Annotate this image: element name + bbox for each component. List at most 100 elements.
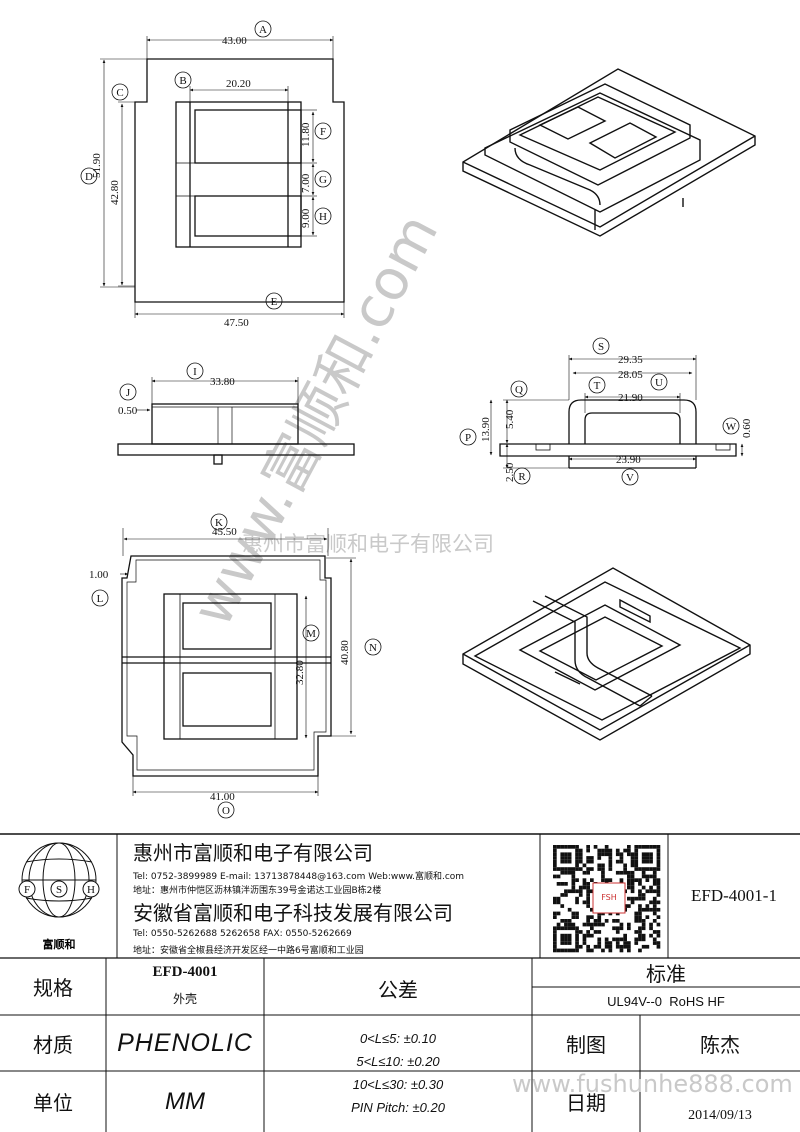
front-view-dimensions (136, 377, 299, 412)
qr-module (567, 926, 572, 931)
qr-module (564, 867, 568, 871)
company2-address: 地址：安徽省全椒县经济开发区经一中路6号富顺和工业园 (133, 946, 364, 956)
qr-module (575, 900, 579, 905)
qr-module (593, 944, 598, 949)
tolerance-label: 公差 (378, 977, 418, 1002)
qr-module (634, 896, 639, 901)
qr-module (586, 915, 590, 919)
qr-module (553, 944, 557, 949)
qr-module (619, 856, 624, 860)
qr-module (645, 904, 650, 908)
qr-module (612, 937, 616, 942)
qr-module (638, 878, 642, 882)
qr-module (641, 856, 646, 860)
qr-module (564, 926, 568, 931)
qr-module (553, 915, 557, 919)
unit-label: 单位 (33, 1091, 73, 1115)
qr-module (652, 911, 657, 916)
qr-module (652, 907, 657, 912)
qr-module (560, 856, 565, 860)
qr-module (601, 867, 605, 871)
qr-module (575, 848, 579, 853)
company1-address: 地址：惠州市仲恺区沥林镇泮沥围东39号金诺达工业园B栋2楼 (133, 886, 382, 896)
qr-module (604, 878, 609, 882)
qr-module (597, 941, 602, 945)
dim-0-60: 0.60 (741, 418, 753, 438)
qr-module (586, 859, 590, 864)
qr-module (641, 944, 646, 949)
dim-28-05: 28.05 (618, 369, 643, 381)
qr-module (656, 907, 661, 912)
qr-module (582, 941, 587, 945)
qr-module (567, 852, 572, 857)
qr-module (586, 919, 590, 923)
qr-module (575, 941, 579, 945)
qr-module (553, 930, 557, 934)
logo-letter-h: H (87, 884, 95, 896)
qr-module (564, 922, 568, 927)
qr-module (638, 867, 642, 871)
qr-module (649, 874, 653, 879)
qr-module (615, 848, 620, 853)
qr-module (604, 852, 609, 857)
qr-module (634, 941, 639, 945)
qr-module (619, 937, 624, 942)
qr-module (560, 926, 565, 931)
qr-module (582, 922, 587, 927)
qr-module (641, 870, 646, 875)
balloon-letters: A B C D E F G H I J S Q T U P R V W K L … (85, 24, 737, 817)
qr-module (652, 845, 657, 849)
svg-text:K: K (215, 517, 223, 529)
qr-module (638, 845, 642, 849)
qr-module (615, 941, 620, 945)
qr-module (641, 845, 646, 849)
qr-module (623, 867, 627, 871)
qr-module (597, 922, 602, 927)
qr-module (630, 852, 635, 857)
qr-module (560, 919, 565, 923)
qr-module (608, 878, 613, 882)
qr-module (567, 907, 572, 912)
qr-module (597, 863, 602, 868)
qr-module (567, 870, 572, 875)
qr-module (597, 915, 602, 919)
qr-module (578, 859, 583, 864)
qr-module (638, 937, 642, 942)
qr-module (652, 919, 657, 923)
qr-module (571, 885, 576, 890)
drawn-label: 制图 (566, 1032, 606, 1057)
qr-module (567, 941, 572, 945)
qr-module (638, 889, 642, 894)
qr-module (571, 845, 576, 849)
fsh-logo (18, 842, 100, 918)
qr-module (627, 922, 631, 927)
qr-module (608, 944, 613, 949)
qr-module (615, 926, 620, 931)
unit-value: MM (165, 1087, 205, 1115)
dim-7-00: 7.00 (300, 173, 312, 193)
qr-module (630, 870, 635, 875)
qr-module (582, 933, 587, 938)
qr-module (590, 856, 594, 860)
qr-module (586, 889, 590, 894)
qr-module (656, 885, 661, 890)
qr-module (645, 867, 650, 871)
qr-module (578, 944, 583, 949)
qr-module (553, 900, 557, 905)
date-value: 2014/09/13 (688, 1107, 752, 1123)
qr-module (590, 859, 594, 864)
spec-desc: 外壳 (172, 992, 197, 1006)
qr-module (615, 944, 620, 949)
qr-module (649, 922, 653, 927)
spec-value: EFD-4001 (152, 964, 218, 980)
qr-module (564, 919, 568, 923)
qr-module (634, 915, 639, 919)
qr-module (597, 852, 602, 857)
qr-module (652, 870, 657, 875)
qr-module (578, 889, 583, 894)
qr-module (590, 915, 594, 919)
title-block-grid (0, 833, 800, 1132)
qr-module (560, 882, 565, 886)
qr-module (630, 863, 635, 868)
qr-module (567, 845, 572, 849)
